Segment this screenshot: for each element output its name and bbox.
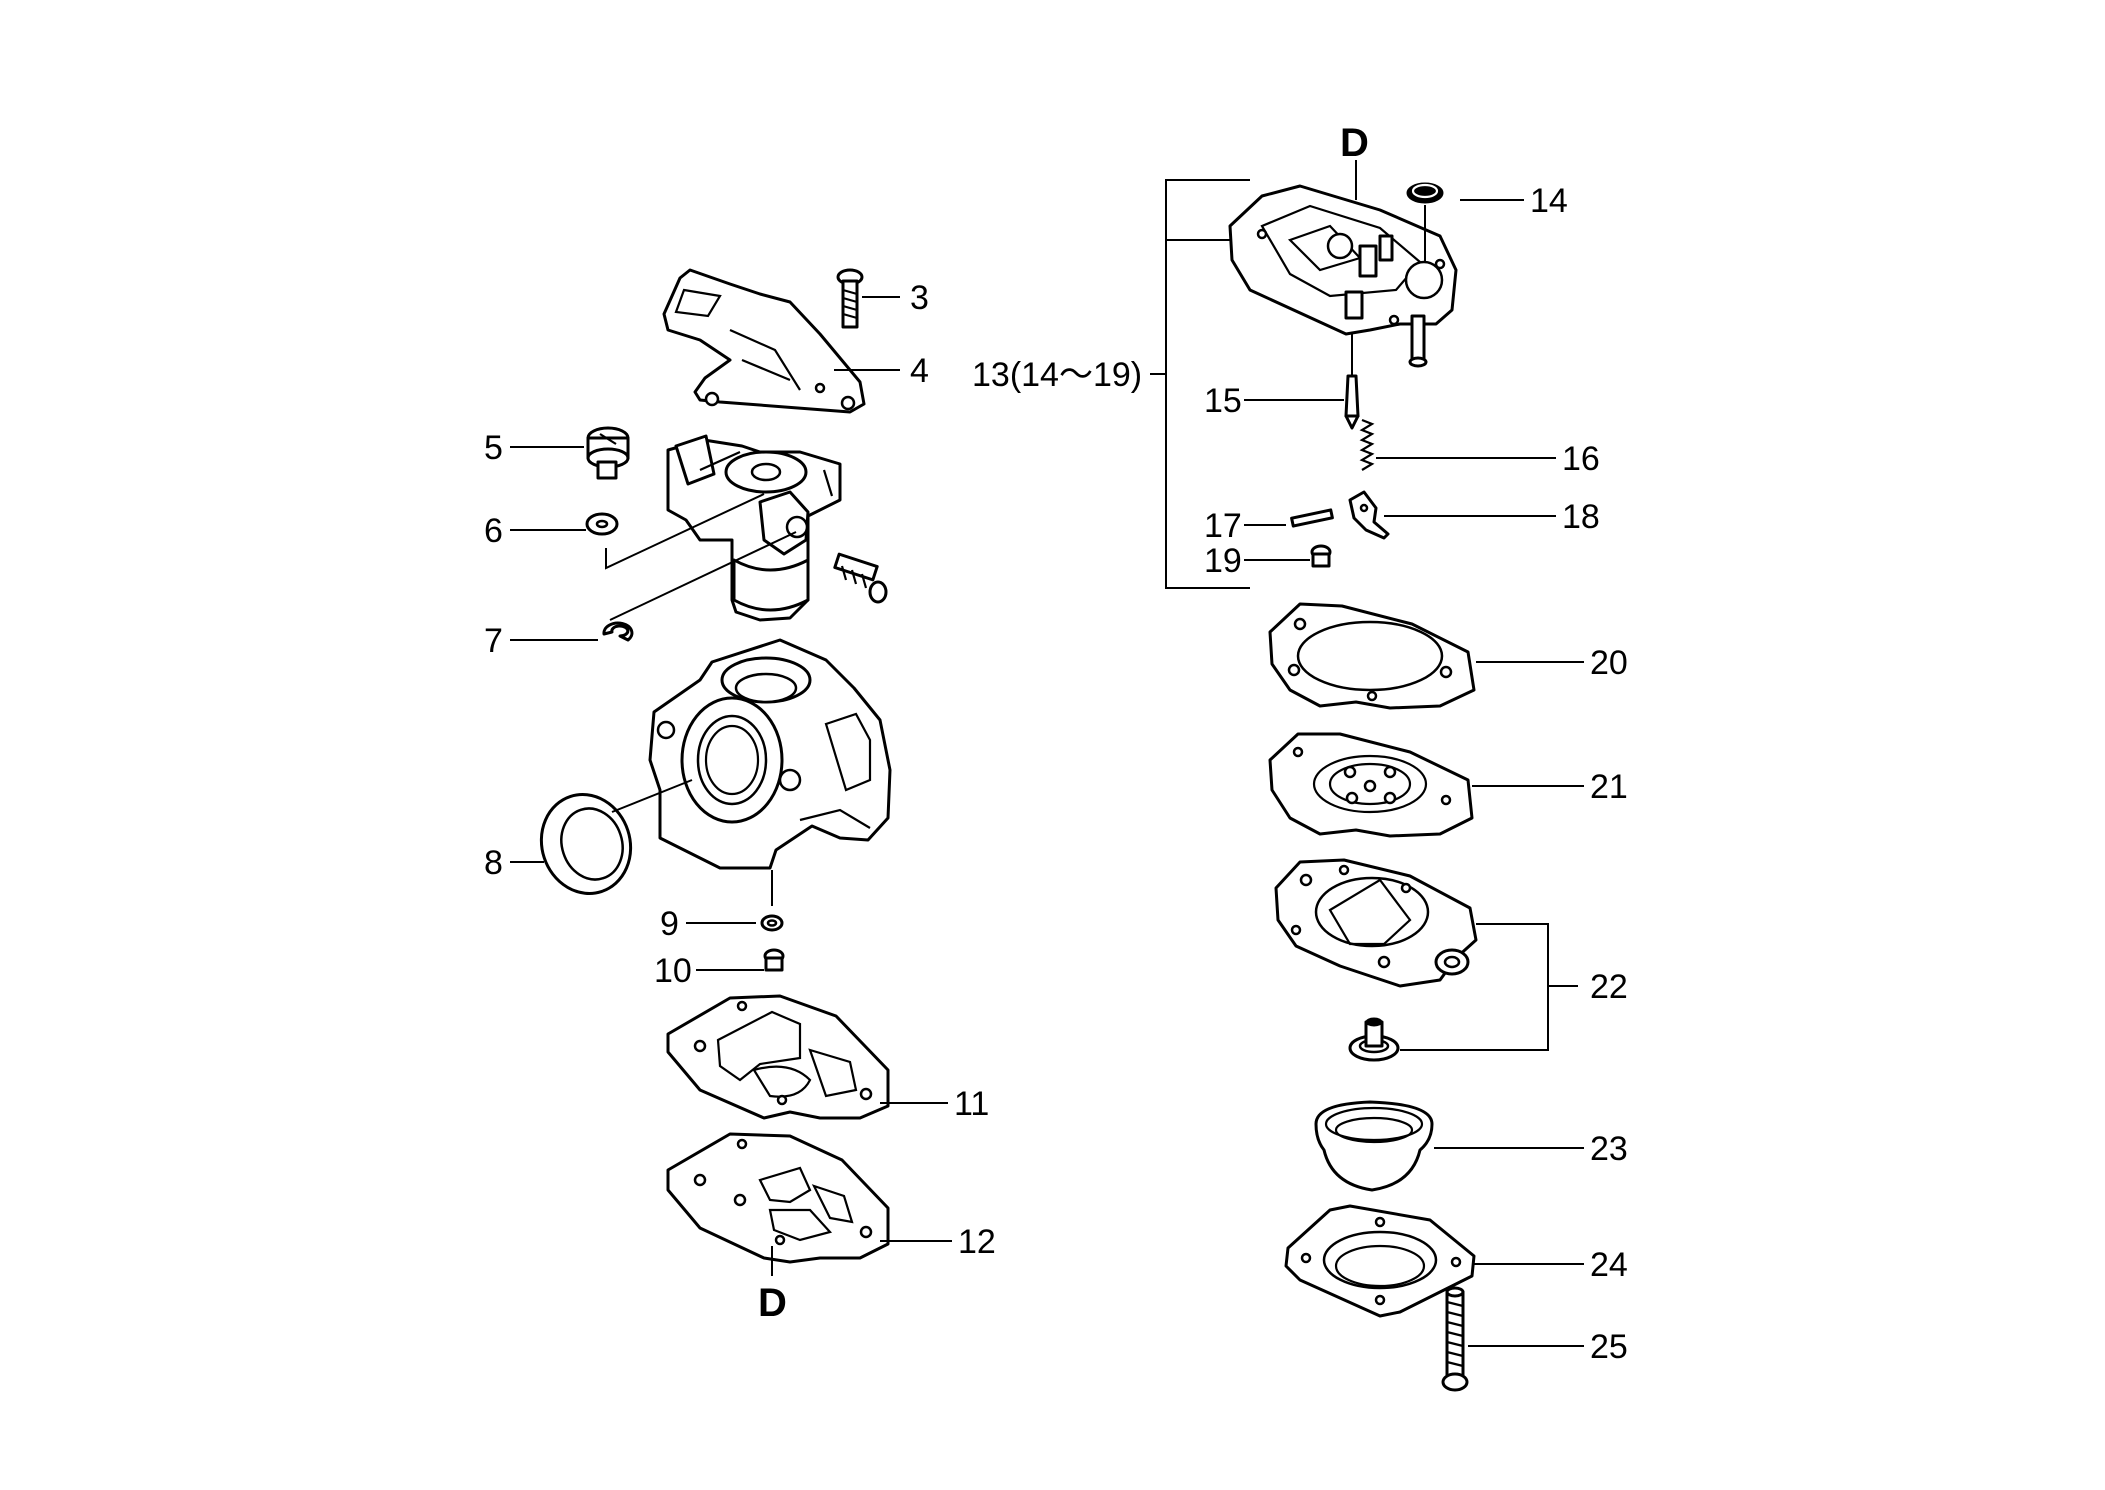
part-17-pin xyxy=(1290,508,1334,528)
callout-labels: 3 4 5 6 7 8 9 10 11 12 13(14～19) 14 15 1… xyxy=(484,121,1628,1366)
part-12-gasket xyxy=(666,1132,890,1264)
part-4-lever-plate xyxy=(662,268,866,414)
callout-15: 15 xyxy=(1204,382,1242,420)
callout-21: 21 xyxy=(1590,768,1628,806)
callout-14: 14 xyxy=(1530,182,1568,220)
part-22-pump-cover xyxy=(1274,858,1478,988)
part-7-e-clip xyxy=(602,621,634,642)
callout-19: 19 xyxy=(1204,542,1242,580)
part-13-pump-body xyxy=(1228,184,1458,368)
carburetor-main-body xyxy=(648,638,892,870)
callout-6: 6 xyxy=(484,512,503,550)
part-3-screw xyxy=(836,268,864,329)
callout-23: 23 xyxy=(1590,1130,1628,1168)
callout-8: 8 xyxy=(484,844,503,882)
part-18-lever xyxy=(1348,490,1390,540)
connector-d-top: D xyxy=(1340,121,1369,165)
callout-leaders xyxy=(510,160,1584,1347)
callout-16: 16 xyxy=(1562,440,1600,478)
part-8-seal-ring xyxy=(539,793,633,895)
callout-5: 5 xyxy=(484,429,503,467)
callout-20: 20 xyxy=(1590,644,1628,682)
connector-d-bottom: D xyxy=(758,1281,787,1325)
callout-17: 17 xyxy=(1204,507,1242,545)
part-9-o-ring xyxy=(760,914,784,932)
part-19-screw xyxy=(1310,544,1332,568)
part-24-retainer-plate xyxy=(1284,1204,1476,1318)
part-21-diaphragm xyxy=(1268,732,1474,838)
leader-6-into-body xyxy=(605,493,765,570)
part-5-adjuster xyxy=(586,426,630,480)
callout-11: 11 xyxy=(954,1085,989,1123)
leader-7-into-body xyxy=(609,531,797,621)
part-22-check-valve xyxy=(1348,1017,1400,1062)
callout-22: 22 xyxy=(1590,968,1628,1006)
callout-9: 9 xyxy=(660,905,679,943)
callout-25: 25 xyxy=(1590,1328,1628,1366)
callout-24: 24 xyxy=(1590,1246,1628,1284)
callout-10: 10 xyxy=(654,952,692,990)
throttle-valve-body xyxy=(666,434,888,622)
part-25-long-screw xyxy=(1441,1286,1469,1392)
callout-4: 4 xyxy=(910,352,929,390)
part-10-small-screw xyxy=(763,948,785,972)
part-14-filter-screen xyxy=(1406,182,1444,204)
callout-18: 18 xyxy=(1562,498,1600,536)
part-16-spring xyxy=(1359,418,1375,471)
part-11-gasket xyxy=(666,994,890,1120)
part-23-primer-bulb xyxy=(1314,1100,1434,1192)
callout-13: 13(14～19) xyxy=(972,356,1142,394)
bracket-13 xyxy=(1165,179,1250,589)
leader-8-into-body xyxy=(611,779,693,813)
callout-7: 7 xyxy=(484,622,503,660)
part-6-washer xyxy=(585,512,619,536)
part-15-needle xyxy=(1344,334,1360,430)
callout-12: 12 xyxy=(958,1223,996,1261)
callout-3: 3 xyxy=(910,279,929,317)
part-20-gasket xyxy=(1268,602,1476,710)
